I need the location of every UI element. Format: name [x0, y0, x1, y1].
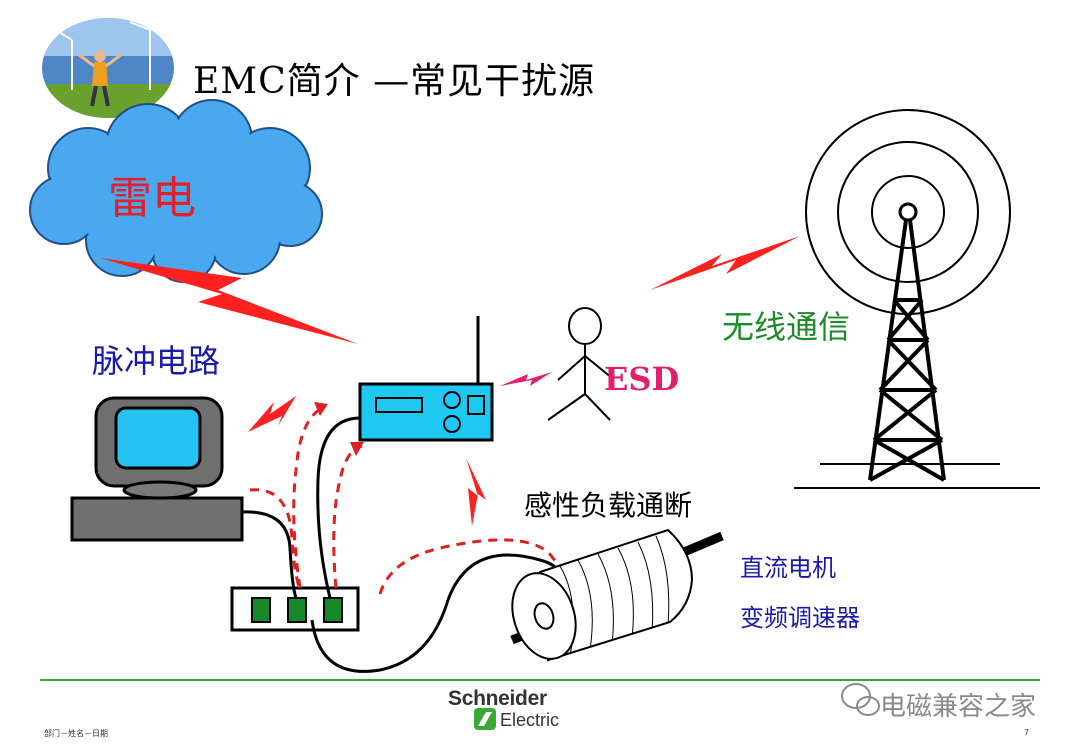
radio-tower [794, 109, 1040, 489]
inductive-load-label: 感性负载通断 [524, 489, 693, 522]
storm-cloud [29, 99, 323, 283]
wireless-label: 无线通信 [722, 308, 851, 346]
lightning-bolt-radio [650, 236, 800, 290]
page-number: 7 [1024, 728, 1030, 737]
brand-name: Schneider [448, 687, 547, 710]
watermark-text: 电磁兼容之家 [880, 692, 1037, 722]
lightning-bolt-motor [466, 458, 486, 526]
page-title: EMC简介 —常见干扰源 [193, 61, 596, 102]
arrowhead-left [314, 402, 328, 416]
arrowhead-right [350, 442, 364, 456]
wechat-icon [841, 683, 880, 716]
brand-subname: Electric [500, 710, 560, 730]
lightning-bolt-cloud [100, 258, 358, 344]
dc-motor [510, 528, 724, 662]
pulse-circuit-label: 脉冲电路 [92, 342, 221, 380]
lightning-label: 雷电 [108, 173, 196, 224]
person-figure [547, 307, 613, 421]
schneider-logo [474, 708, 496, 730]
radio-device [358, 316, 494, 442]
esd-label: ESD [604, 360, 680, 398]
lightning-bolt-monitor [248, 396, 296, 432]
computer [70, 396, 244, 542]
vfd-label: 变频调速器 [740, 604, 860, 632]
interference-paths [249, 406, 564, 595]
dc-motor-label: 直流电机 [740, 554, 836, 582]
lightning-bolt-esd [500, 372, 552, 386]
power-cables [241, 416, 562, 673]
footer-info: 部门－姓名－日期 [44, 729, 108, 738]
